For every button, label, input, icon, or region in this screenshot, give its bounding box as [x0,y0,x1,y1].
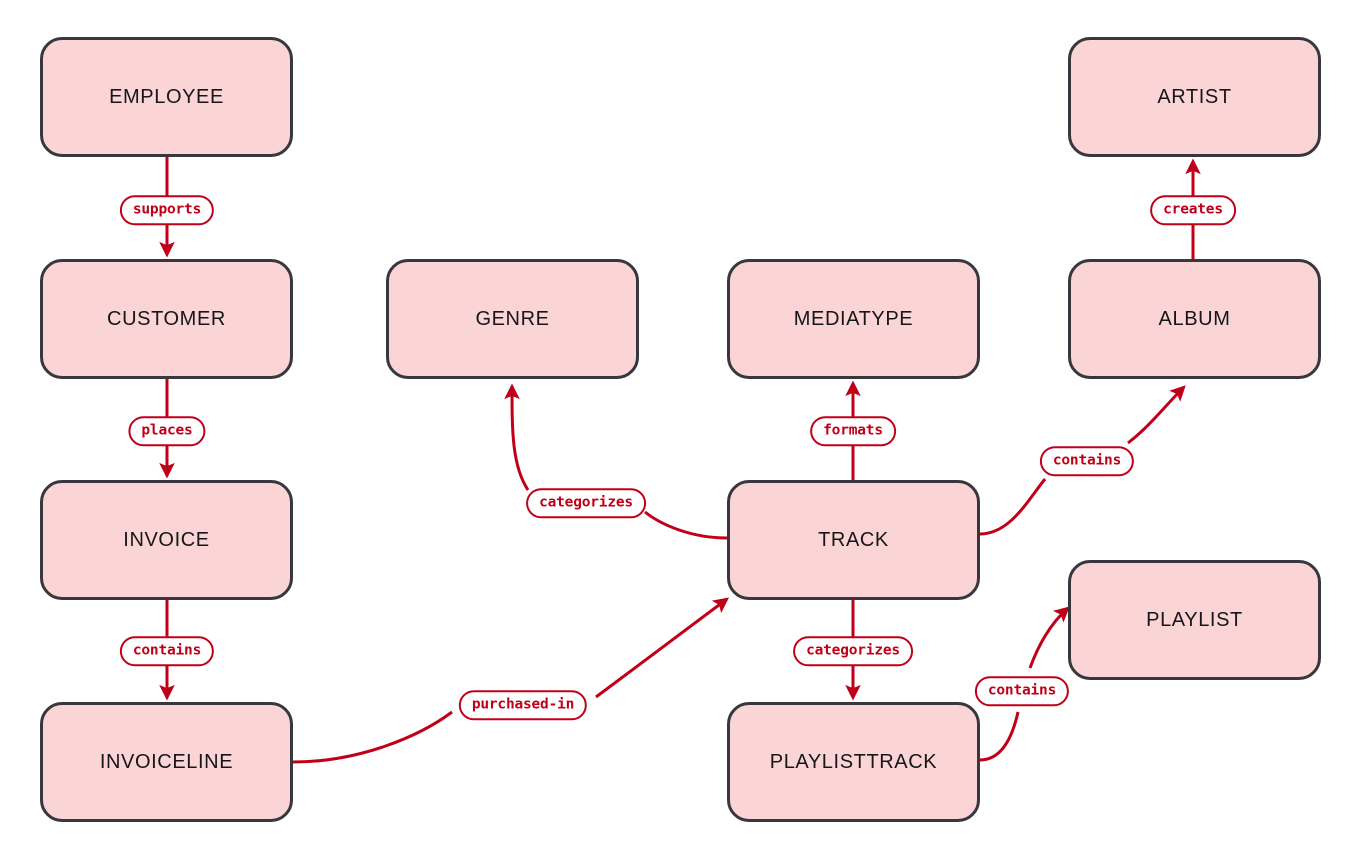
entity-label-employee: EMPLOYEE [109,85,224,108]
entity-label-genre: GENRE [475,307,550,330]
entity-node-track[interactable]: TRACK [727,480,980,600]
edge-path-track-genre-b [504,383,530,491]
edge-label-places[interactable]: places [128,416,206,446]
edge-path-track-album-b [1127,385,1186,445]
edge-label-formats[interactable]: formats [810,416,896,446]
entity-label-customer: CUSTOMER [107,307,226,330]
entity-node-playlisttrack[interactable]: PLAYLISTTRACK [727,702,980,822]
entity-label-invoice: INVOICE [123,528,210,551]
entity-label-artist: ARTIST [1157,85,1232,108]
entity-label-track: TRACK [818,528,889,551]
edge-path-playlisttrack-playlist [979,711,1020,762]
entity-node-mediatype[interactable]: MEDIATYPE [727,259,980,379]
edge-label-categorizes-track-genre[interactable]: categorizes [526,488,646,518]
edge-path-playlisttrack-playlist-b [1028,606,1070,669]
entity-node-playlist[interactable]: PLAYLIST [1068,560,1321,680]
edge-label-supports[interactable]: supports [119,195,215,225]
entity-node-invoice[interactable]: INVOICE [40,480,293,600]
entity-node-invoiceline[interactable]: INVOICELINE [40,702,293,822]
edge-path-track-album [979,478,1047,536]
entity-label-playlist: PLAYLIST [1146,608,1243,631]
entity-node-artist[interactable]: ARTIST [1068,37,1321,157]
entity-node-employee[interactable]: EMPLOYEE [40,37,293,157]
edge-label-contains-playlisttrack-playlist[interactable]: contains [974,676,1070,706]
edge-label-categorizes-track-playlisttrack[interactable]: categorizes [793,636,913,666]
edge-label-contains-invoice-invoiceline[interactable]: contains [119,636,215,666]
edge-path-invoiceline-track [292,710,453,764]
entity-node-genre[interactable]: GENRE [386,259,639,379]
edge-label-purchased-in[interactable]: purchased-in [458,690,588,720]
edge-label-creates[interactable]: creates [1150,195,1236,225]
entity-label-invoiceline: INVOICELINE [99,750,234,773]
entity-node-customer[interactable]: CUSTOMER [40,259,293,379]
entity-label-playlisttrack: PLAYLISTTRACK [769,750,938,773]
edge-path-track-genre [644,510,728,540]
entity-label-album: ALBUM [1158,307,1231,330]
edge-label-contains-track-album[interactable]: contains [1039,446,1135,476]
entity-label-mediatype: MEDIATYPE [793,307,914,330]
entity-node-album[interactable]: ALBUM [1068,259,1321,379]
edge-path-invoiceline-track-b [595,597,729,699]
